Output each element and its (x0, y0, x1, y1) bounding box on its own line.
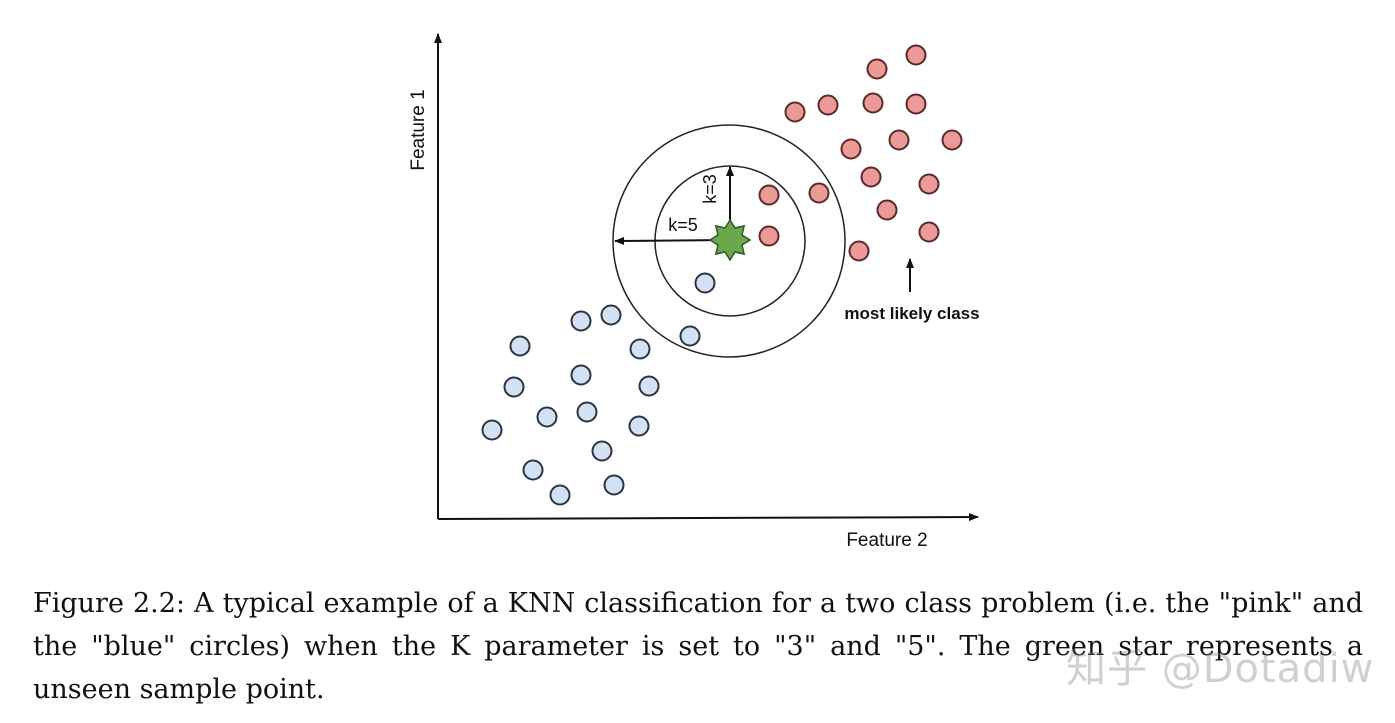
blue-point (628, 415, 650, 437)
blue-point (481, 419, 503, 441)
k5-label: k=5 (668, 215, 698, 235)
pink-point (866, 58, 888, 80)
k3-label: k=3 (700, 174, 720, 204)
knn-diagram: Feature 1 Feature 2 (408, 33, 980, 551)
y-axis-label: Feature 1 (408, 89, 429, 170)
pink-point (784, 101, 806, 123)
most-likely-class-label: most likely class (844, 304, 979, 323)
blue-point (603, 474, 625, 496)
blue-point (570, 364, 592, 386)
pink-point (905, 44, 927, 66)
blue-point (509, 335, 531, 357)
blue-point (629, 338, 651, 360)
blue-point (549, 484, 571, 506)
pink-point (862, 92, 884, 114)
watermark: 知乎 @Dotadiw (1066, 646, 1375, 692)
blue-points (481, 272, 716, 506)
blue-point (591, 440, 613, 462)
pink-point (860, 166, 882, 188)
x-axis (437, 513, 979, 522)
pink-points (758, 44, 963, 262)
blue-point (522, 459, 544, 481)
blue-point (570, 310, 592, 332)
x-axis-label: Feature 2 (846, 530, 927, 551)
pink-point (888, 129, 910, 151)
pink-point (905, 93, 927, 115)
pink-point (808, 182, 830, 204)
blue-point (600, 304, 622, 326)
pink-point (758, 225, 780, 247)
blue-point (638, 375, 660, 397)
k5-radius-circle (612, 124, 846, 358)
blue-point (576, 401, 598, 423)
pink-point (848, 240, 870, 262)
pink-point (758, 184, 780, 206)
unseen-sample-star-icon (708, 218, 752, 262)
blue-point (694, 272, 716, 294)
pink-point (817, 94, 839, 116)
pink-point (941, 129, 963, 151)
pink-point (918, 221, 940, 243)
pink-point (840, 138, 862, 160)
blue-point (679, 325, 701, 347)
pink-point (918, 173, 940, 195)
pink-point (876, 199, 898, 221)
blue-point (503, 376, 525, 398)
figure-caption: Figure 2.2: A typical example of a KNN c… (33, 588, 1363, 705)
blue-point (536, 406, 558, 428)
